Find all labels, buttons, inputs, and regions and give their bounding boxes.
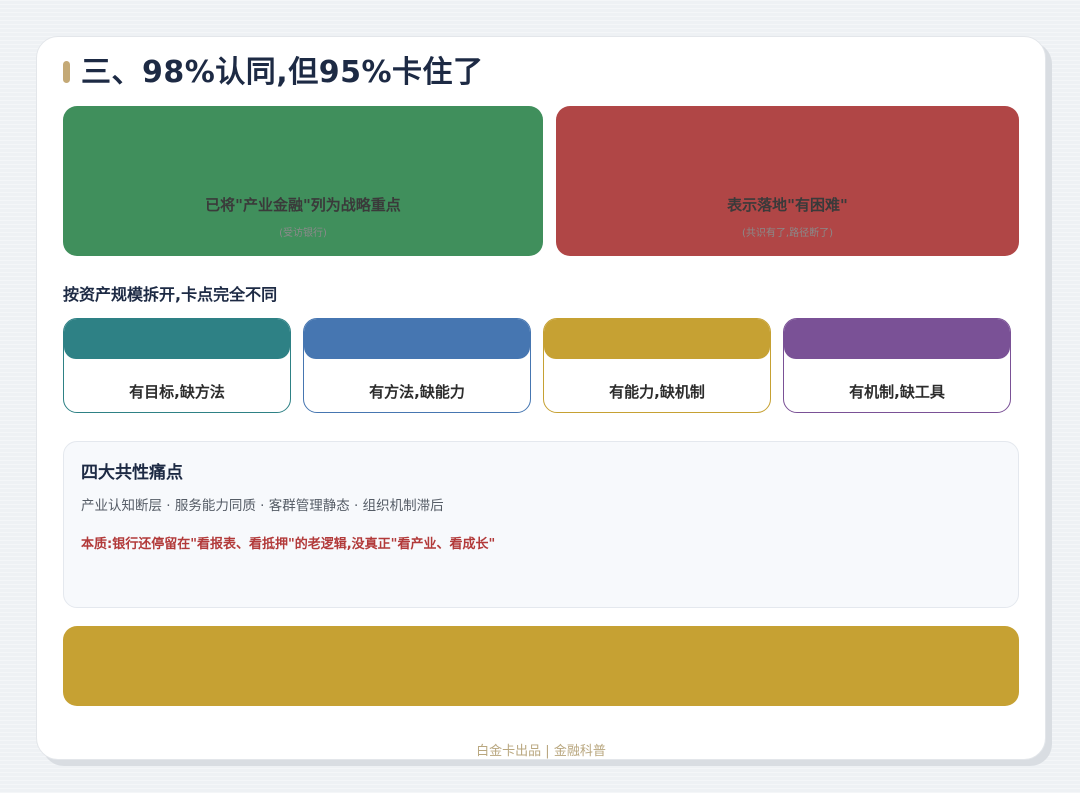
- stat-card-strategic-priority: 已将"产业金融"列为战略重点 (受访银行): [63, 106, 543, 256]
- pain-points-essence: 本质:银行还停留在"看报表、看抵押"的老逻辑,没真正"看产业、看成长": [81, 537, 496, 552]
- segment-band: [544, 319, 770, 359]
- gold-banner: [63, 626, 1019, 706]
- stat-sub: (受访银行): [279, 228, 327, 239]
- segment-band: [304, 319, 530, 359]
- segment-card-4: 有机制,缺工具: [783, 318, 1011, 413]
- segment-label: 有机制,缺工具: [849, 383, 945, 401]
- segment-label: 有目标,缺方法: [129, 383, 225, 401]
- segment-label: 有能力,缺机制: [609, 383, 705, 401]
- pain-points-list: 产业认知断层 · 服务能力同质 · 客群管理静态 · 组织机制滞后: [81, 498, 444, 514]
- stat-card-implementation-difficulty: 表示落地"有困难" (共识有了,路径断了): [556, 106, 1019, 256]
- stat-label: 表示落地"有困难": [727, 196, 848, 214]
- segment-card-2: 有方法,缺能力: [303, 318, 531, 413]
- content-card: 三、98%认同,但95%卡住了 已将"产业金融"列为战略重点 (受访银行) 表示…: [36, 36, 1046, 760]
- pain-points-panel: 四大共性痛点 产业认知断层 · 服务能力同质 · 客群管理静态 · 组织机制滞后…: [63, 441, 1019, 608]
- segment-card-1: 有目标,缺方法: [63, 318, 291, 413]
- segment-label: 有方法,缺能力: [369, 383, 465, 401]
- pain-points-title: 四大共性痛点: [81, 463, 183, 483]
- segments-heading: 按资产规模拆开,卡点完全不同: [63, 285, 278, 304]
- stat-label: 已将"产业金融"列为战略重点: [205, 196, 401, 214]
- stat-sub: (共识有了,路径断了): [742, 228, 833, 239]
- segment-band: [784, 319, 1010, 359]
- segment-band: [64, 319, 290, 359]
- footer-credit: 白金卡出品 | 金融科普: [476, 744, 606, 759]
- segment-card-3: 有能力,缺机制: [543, 318, 771, 413]
- page-title: 三、98%认同,但95%卡住了: [81, 55, 484, 90]
- title-accent-bar: [63, 61, 70, 83]
